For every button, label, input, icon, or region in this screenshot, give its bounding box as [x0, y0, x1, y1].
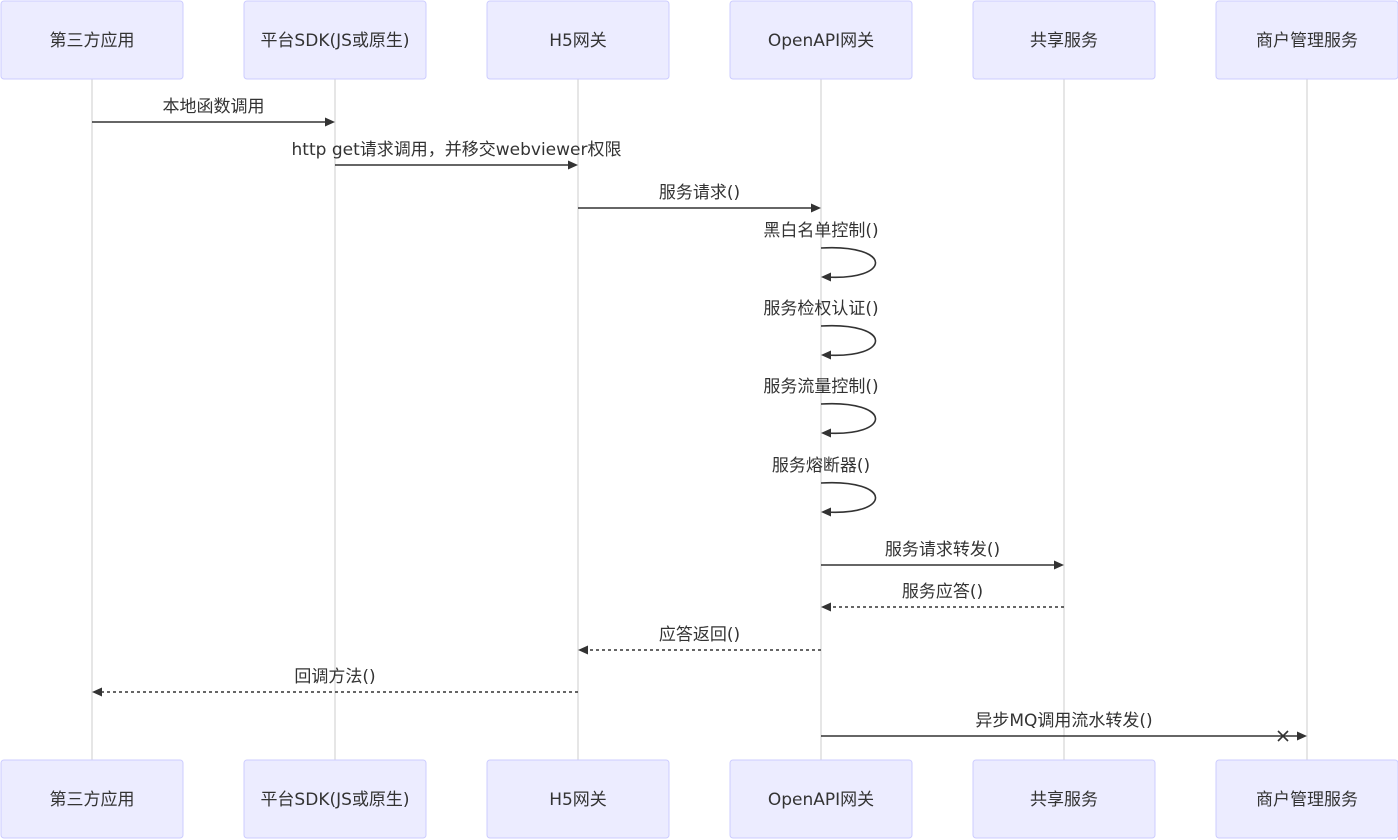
arrowhead: [821, 272, 831, 282]
participant-label: H5网关: [549, 31, 607, 51]
message-label: 异步MQ调用流水转发(): [975, 711, 1152, 731]
participant-top: 平台SDK(JS或原生): [243, 0, 427, 80]
message-label: 服务检权认证(): [763, 299, 878, 319]
message: http get请求调用，并移交webviewer权限: [292, 140, 622, 170]
participant-top: 商户管理服务: [1215, 0, 1398, 80]
participant-box: [243, 759, 427, 839]
message: 服务熔断器(): [772, 456, 877, 517]
arrowhead: [1297, 731, 1307, 741]
participant-bottom: 商户管理服务: [1215, 759, 1398, 839]
participant-box: [729, 0, 913, 80]
message-label: 服务请求转发(): [885, 540, 1000, 560]
message: 异步MQ调用流水转发(): [821, 711, 1307, 742]
arrowhead: [821, 350, 831, 360]
self-message-loop: [820, 246, 877, 279]
message: 服务请求(): [578, 183, 821, 213]
participants-top: 第三方应用 平台SDK(JS或原生) H5网关 OpenAPI网关 共享服务 商户管理服务: [0, 0, 1398, 80]
participant-label: 共享服务: [1030, 31, 1098, 51]
arrowhead: [325, 117, 335, 127]
arrowhead: [1054, 560, 1064, 570]
lifelines: [91, 79, 1308, 760]
participant-top: 第三方应用: [0, 0, 184, 80]
arrowhead: [578, 645, 588, 655]
self-message-loop: [820, 324, 877, 357]
arrowhead: [821, 602, 831, 612]
message-label: 应答返回(): [659, 625, 740, 645]
message: 黑白名单控制(): [763, 221, 879, 282]
message-label: 服务熔断器(): [772, 456, 870, 476]
participant-label: OpenAPI网关: [768, 790, 874, 810]
message-label: 黑白名单控制(): [763, 221, 878, 241]
self-message-loop: [820, 481, 877, 514]
participant-label: 共享服务: [1030, 790, 1098, 810]
participant-bottom: H5网关: [486, 759, 670, 839]
participant-label: 商户管理服务: [1256, 790, 1358, 810]
participant-label: 第三方应用: [50, 790, 135, 810]
participant-label: 平台SDK(JS或原生): [260, 31, 409, 51]
arrowhead: [811, 203, 821, 213]
message-label: 回调方法(): [294, 667, 375, 687]
participant-box: [486, 0, 670, 80]
participant-top: 共享服务: [972, 0, 1156, 80]
participant-box: [729, 759, 913, 839]
participant-box: [972, 0, 1156, 80]
arrowhead: [821, 507, 831, 517]
message: 服务流量控制(): [763, 377, 879, 438]
self-message-loop: [820, 402, 877, 435]
message: 服务请求转发(): [821, 540, 1064, 570]
message: 本地函数调用: [92, 97, 335, 127]
message: 回调方法(): [92, 667, 578, 697]
participant-bottom: OpenAPI网关: [729, 759, 913, 839]
participant-bottom: 第三方应用: [0, 759, 184, 839]
participant-box: [0, 0, 184, 80]
participant-box: [0, 759, 184, 839]
participant-label: H5网关: [549, 790, 607, 810]
participant-bottom: 平台SDK(JS或原生): [243, 759, 427, 839]
participant-box: [972, 759, 1156, 839]
participant-bottom: 共享服务: [972, 759, 1156, 839]
message-label: 服务请求(): [659, 183, 740, 203]
message: 服务检权认证(): [763, 299, 879, 360]
participants-bottom: 第三方应用 平台SDK(JS或原生) H5网关 OpenAPI网关 共享服务 商户管理服务: [0, 759, 1398, 839]
message-label: 服务应答(): [902, 582, 983, 602]
participant-top: H5网关: [486, 0, 670, 80]
participant-top: OpenAPI网关: [729, 0, 913, 80]
arrowhead: [568, 160, 578, 170]
participant-label: OpenAPI网关: [768, 31, 874, 51]
participant-box: [486, 759, 670, 839]
message: 服务应答(): [821, 582, 1064, 612]
participant-label: 平台SDK(JS或原生): [260, 790, 409, 810]
cross-icon: [1277, 730, 1289, 742]
participant-label: 第三方应用: [50, 31, 135, 51]
participant-box: [1215, 759, 1398, 839]
arrowhead: [821, 428, 831, 438]
participant-box: [243, 0, 427, 80]
participant-label: 商户管理服务: [1256, 31, 1358, 51]
message-label: 服务流量控制(): [763, 377, 878, 397]
message-label: 本地函数调用: [163, 97, 265, 117]
participant-box: [1215, 0, 1398, 80]
message: 应答返回(): [578, 625, 821, 655]
message-label: http get请求调用，并移交webviewer权限: [292, 140, 622, 160]
arrowhead: [92, 687, 102, 697]
